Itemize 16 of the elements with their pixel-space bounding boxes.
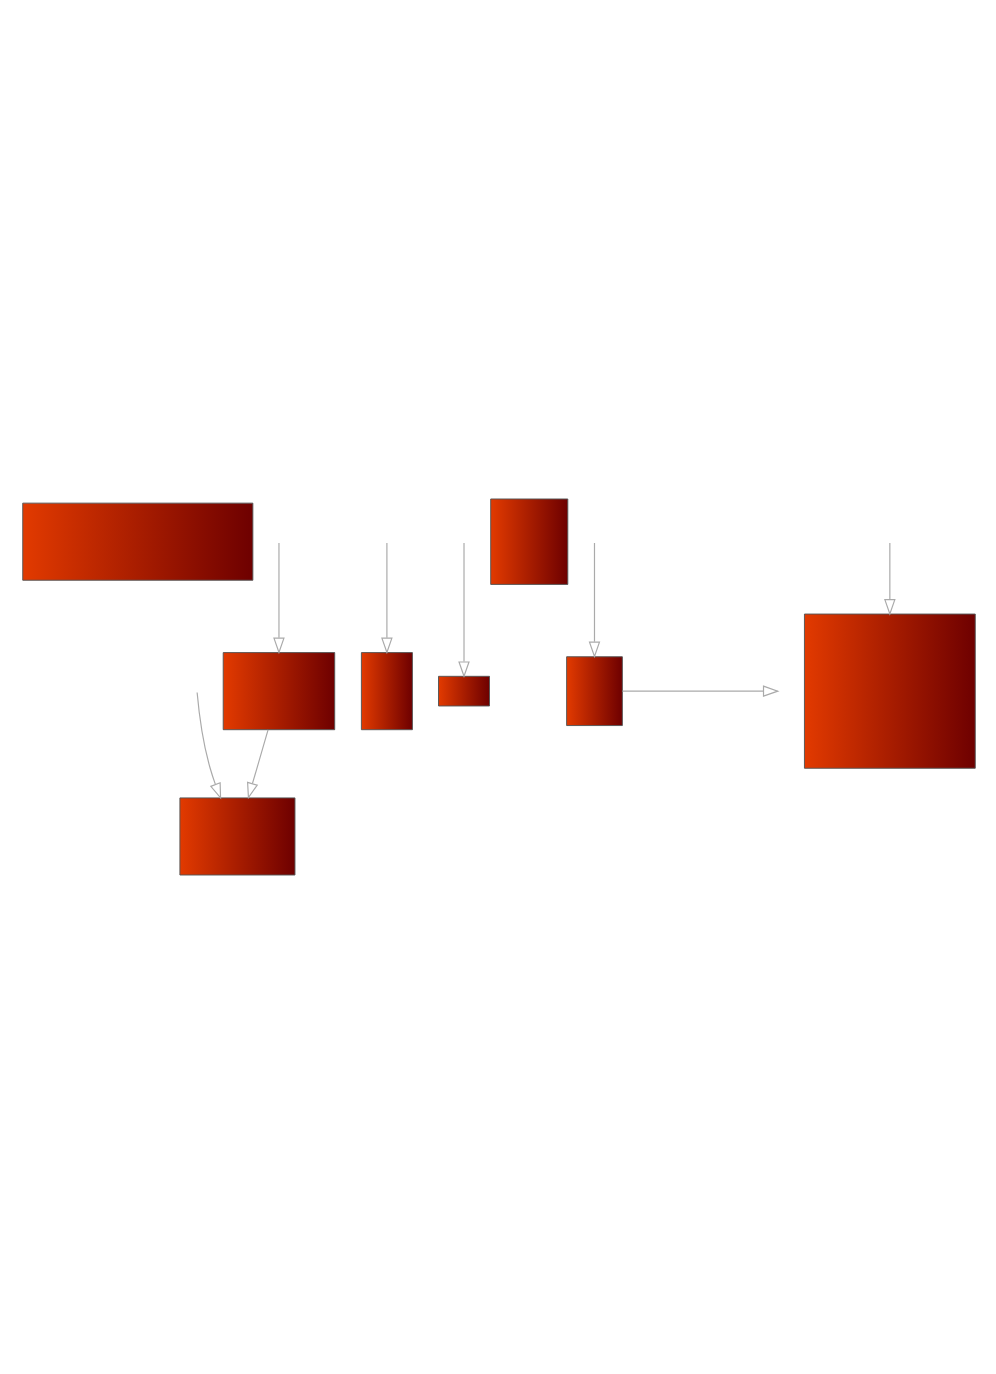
arrow: [883, 542, 895, 616]
node-box: [489, 498, 568, 585]
arrow: [272, 542, 284, 655]
node-box: [437, 675, 489, 707]
arrow: [620, 685, 779, 697]
node-box: [221, 652, 335, 731]
arrow: [195, 691, 221, 800]
node-box: [359, 652, 412, 731]
arrow: [245, 729, 268, 800]
node-box: [565, 656, 622, 727]
node-box: [802, 613, 975, 769]
arrow: [587, 542, 600, 659]
node-box: [21, 502, 253, 581]
arrow: [457, 542, 469, 679]
arrow: [380, 542, 392, 655]
node-box: [178, 797, 295, 876]
